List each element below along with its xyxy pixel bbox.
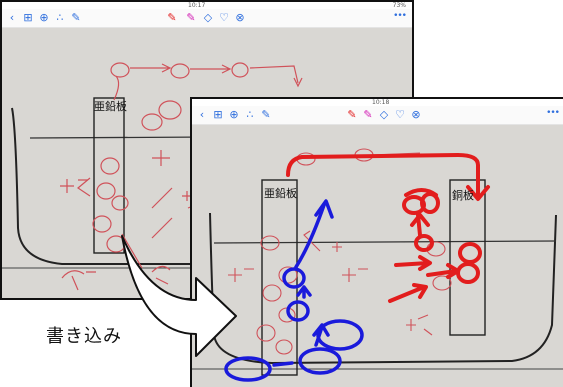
edit-icon[interactable]: ✎ xyxy=(261,108,271,121)
grid-icon[interactable]: ⊞ xyxy=(213,108,223,121)
notebook-photo: 亜鉛板 銅板 xyxy=(192,125,563,387)
screenshot-after: 10:18 ‹ ⊞ ⊕ ∴ ✎ ✎ ✎ ◇ ♡ ⊗ ••• xyxy=(190,97,563,387)
lasso-icon[interactable]: ♡ xyxy=(395,108,405,121)
add-page-icon[interactable]: ⊕ xyxy=(229,108,239,121)
more-icon[interactable]: ••• xyxy=(393,11,407,21)
chevron-left-icon[interactable]: ‹ xyxy=(199,108,205,121)
zinc-plate-label: 亜鉛板 xyxy=(264,187,297,200)
zinc-plate-label: 亜鉛板 xyxy=(94,100,127,113)
note-toolbar: ‹ ⊞ ⊕ ∴ ✎ ✎ ✎ ◇ ♡ ⊗ ••• xyxy=(2,9,412,28)
add-page-icon[interactable]: ⊕ xyxy=(39,11,49,24)
status-time: 10:18 xyxy=(372,99,390,106)
close-circle-icon[interactable]: ⊗ xyxy=(235,11,245,24)
eraser-icon[interactable]: ◇ xyxy=(203,11,213,24)
status-bar: 10:18 xyxy=(192,99,563,106)
caption-text: 書き込み xyxy=(46,326,122,347)
pen-magenta-icon[interactable]: ✎ xyxy=(363,108,373,121)
more-icon[interactable]: ••• xyxy=(546,108,560,118)
worksheet-drawing xyxy=(192,125,563,387)
copper-plate-label: 銅板 xyxy=(452,189,474,202)
status-battery: 73% xyxy=(392,2,406,9)
grid-icon[interactable]: ⊞ xyxy=(23,11,33,24)
close-circle-icon[interactable]: ⊗ xyxy=(411,108,421,121)
pen-red-icon[interactable]: ✎ xyxy=(167,11,177,24)
lasso-icon[interactable]: ♡ xyxy=(219,11,229,24)
pen-magenta-icon[interactable]: ✎ xyxy=(186,11,196,24)
layers-icon[interactable]: ∴ xyxy=(56,11,64,24)
eraser-icon[interactable]: ◇ xyxy=(379,108,389,121)
status-bar: 10:17 73% xyxy=(2,2,412,9)
chevron-left-icon[interactable]: ‹ xyxy=(9,11,15,24)
layers-icon[interactable]: ∴ xyxy=(246,108,254,121)
note-toolbar: ‹ ⊞ ⊕ ∴ ✎ ✎ ✎ ◇ ♡ ⊗ ••• xyxy=(192,106,563,125)
pen-red-icon[interactable]: ✎ xyxy=(347,108,357,121)
edit-icon[interactable]: ✎ xyxy=(71,11,81,24)
status-time: 10:17 xyxy=(188,2,206,9)
